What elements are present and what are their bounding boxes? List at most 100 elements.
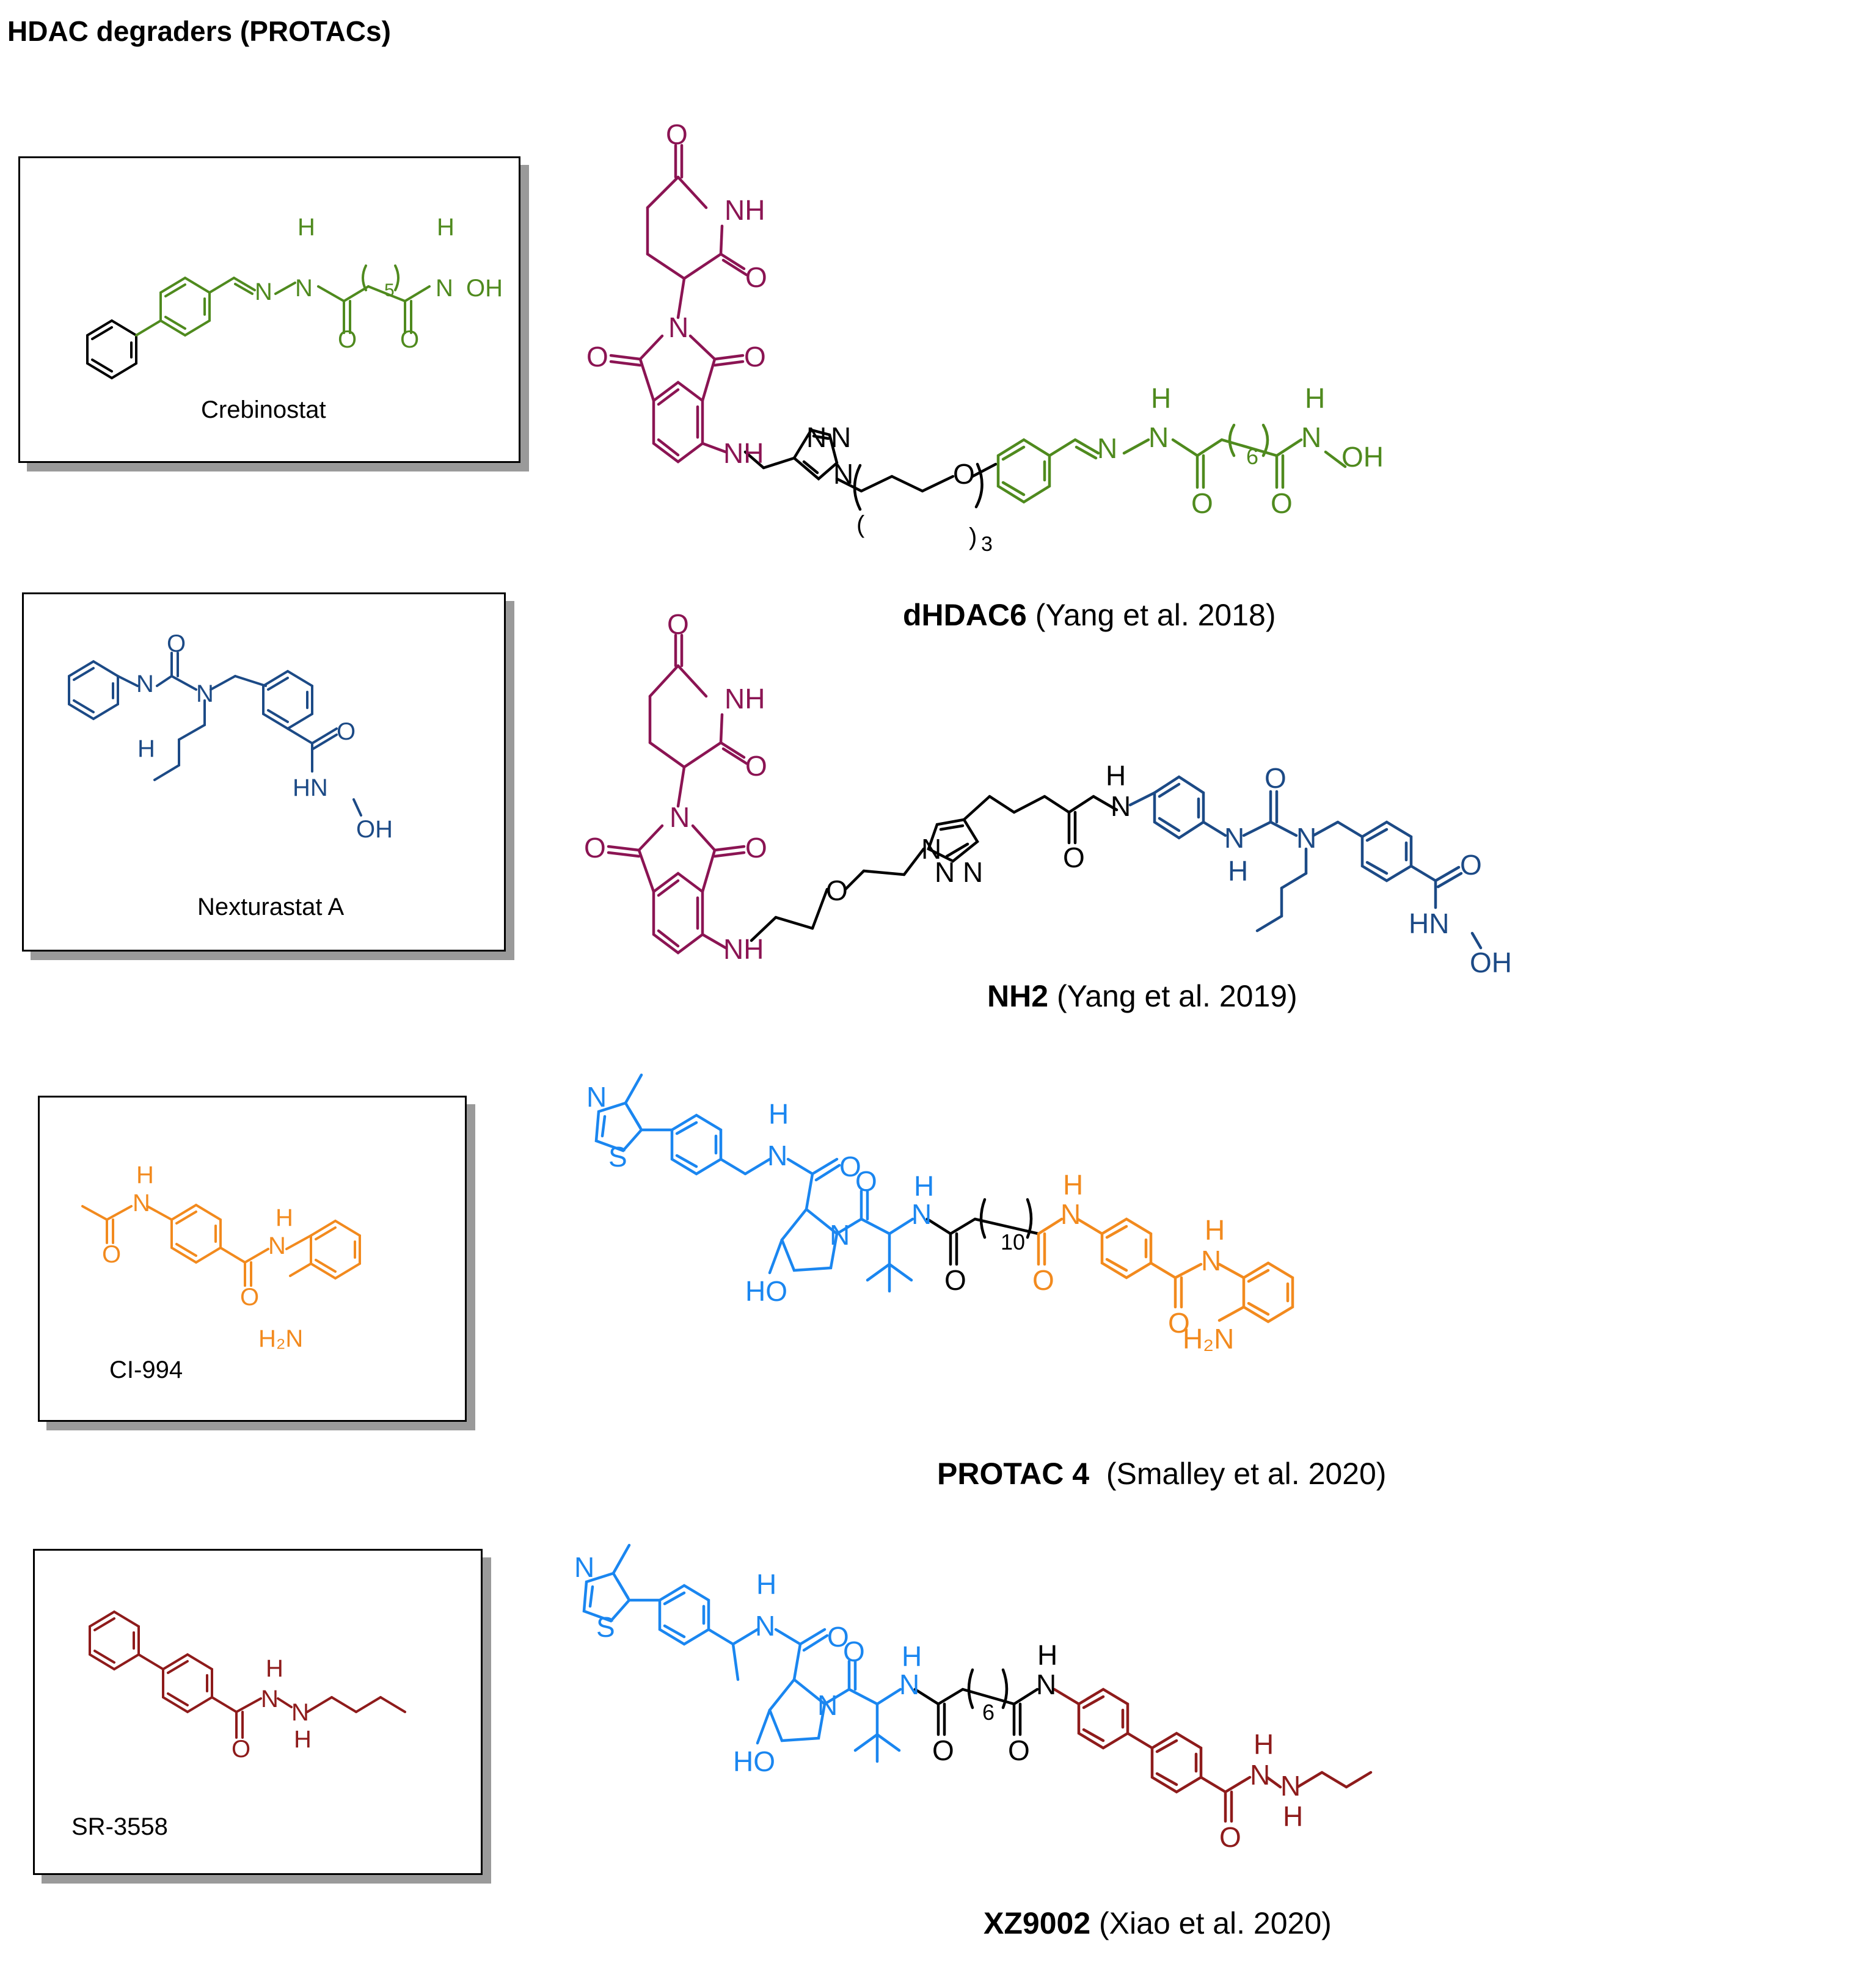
degrader-name: XZ9002: [984, 1906, 1091, 1940]
atom-label: N: [255, 279, 272, 305]
atom-label: O: [744, 341, 766, 373]
atom-label: N: [1301, 421, 1321, 453]
atom-label: 10: [1001, 1229, 1025, 1254]
atom-label: NH: [724, 683, 765, 715]
atom-label: N: [196, 680, 214, 707]
atom-label: N: [831, 421, 851, 453]
atom-label: O: [584, 832, 606, 864]
degrader-caption-xz9002: XZ9002 (Xiao et al. 2020): [984, 1906, 1332, 1941]
atom-label: N: [911, 1198, 932, 1230]
atom-label: O: [1168, 1307, 1190, 1339]
atom-label: H: [297, 214, 315, 241]
atom-label: N: [295, 275, 313, 302]
atom-label: H: [1205, 1214, 1225, 1246]
inhibitor-box-nexturastat-a: O H N N O HN OH Nexturastat A: [22, 592, 506, 952]
atom-label: OH: [356, 816, 393, 843]
atom-label: N: [963, 856, 983, 888]
atom-label: O: [1460, 849, 1482, 881]
ci-994-structure: H N O H N O H₂N: [81, 1162, 361, 1352]
atom-label: H: [914, 1170, 934, 1202]
atom-label: HO: [733, 1746, 775, 1777]
sr-3558-structure: H N N O H: [89, 1610, 406, 1763]
atom-label: O: [944, 1264, 966, 1296]
atom-label: O: [167, 630, 186, 657]
atom-label: N: [586, 1081, 607, 1113]
crebinostat-structure: N H N 5 O O H N OH: [86, 214, 503, 380]
atom-label: N: [1224, 822, 1244, 854]
atom-label: H: [1063, 1169, 1083, 1201]
atom-label: N: [291, 1699, 309, 1726]
atom-label: H: [1254, 1728, 1274, 1760]
atom-label: H: [1151, 382, 1171, 414]
atom-label: N: [833, 458, 853, 490]
atom-label: H: [266, 1655, 283, 1682]
atom-label: H: [902, 1640, 922, 1672]
atom-label: S: [608, 1141, 627, 1173]
atom-label: HO: [745, 1275, 787, 1307]
atom-label: HN: [1409, 908, 1449, 939]
atom-label: S: [596, 1611, 615, 1643]
atom-label: N: [436, 275, 453, 302]
degrader-name: dHDAC6: [903, 598, 1027, 632]
atom-label: O: [1063, 842, 1085, 873]
atom-label: N: [670, 801, 690, 833]
atom-label: H: [1305, 382, 1325, 414]
atom-label: (: [856, 511, 865, 538]
xz9002-structure: N S H N O N HO O H N 6 O O H N O H N N H: [574, 1543, 1373, 1853]
atom-label: OH: [1470, 947, 1512, 978]
atom-label: N: [899, 1669, 919, 1700]
atom-label: N: [1148, 421, 1169, 453]
atom-label: N: [133, 1190, 150, 1217]
dhdac6-structure: O NH O N O O NH N N N ( O ) 3 N H N 6 O …: [586, 118, 1384, 556]
atom-label: O: [1271, 487, 1293, 519]
atom-label: O: [666, 118, 688, 150]
inhibitor-box-ci-994: H N O H N O H₂N CI-994: [38, 1096, 467, 1422]
atom-label: N: [268, 1232, 286, 1259]
atom-label: H: [1228, 855, 1248, 887]
degrader-caption-dhdac6: dHDAC6 (Yang et al. 2018): [903, 597, 1276, 633]
atom-label: O: [953, 458, 975, 490]
atom-label: O: [1191, 487, 1213, 519]
atom-label: N: [1060, 1198, 1081, 1230]
degrader-caption-protac-4: PROTAC 4 (Smalley et al. 2020): [937, 1456, 1386, 1491]
atom-label: N: [574, 1551, 594, 1583]
atom-label: O: [826, 875, 848, 906]
atom-label: 5: [384, 280, 395, 300]
atom-label: O: [839, 1151, 861, 1182]
atom-label: H: [1106, 760, 1126, 792]
atom-label: O: [1008, 1735, 1030, 1766]
degrader-citation: (Xiao et al. 2020): [1099, 1906, 1332, 1940]
protac-4-structure: N S H N O N HO O H N 10 O O H N H N O H₂…: [586, 1073, 1294, 1355]
atom-label: O: [232, 1736, 250, 1763]
degrader-citation: (Smalley et al. 2020): [1106, 1457, 1387, 1491]
atom-label: H: [1037, 1639, 1057, 1671]
atom-label: N: [755, 1610, 775, 1642]
atom-label: O: [1032, 1264, 1054, 1296]
atom-label: O: [337, 718, 356, 745]
nh2-structure: O NH O N O O NH O N N N H N O H N O N O …: [584, 611, 1512, 978]
atom-label: HN: [293, 774, 328, 801]
atom-label: N: [261, 1686, 279, 1713]
atom-label: O: [745, 261, 767, 293]
atom-label: H: [276, 1204, 293, 1231]
atom-label: 3: [981, 533, 993, 556]
atom-label: O: [745, 832, 767, 864]
atom-label: NH: [724, 194, 765, 226]
atom-label: H: [1283, 1800, 1303, 1832]
atom-label: O: [102, 1241, 121, 1268]
nexturastat-a-structure: O H N N O HN OH: [68, 630, 393, 843]
atom-label: O: [240, 1284, 259, 1311]
atom-label: O: [400, 326, 419, 353]
atom-label: O: [1265, 762, 1287, 794]
atom-label: ): [969, 523, 977, 550]
degrader-name: PROTAC 4: [937, 1457, 1090, 1491]
atom-label: NH: [723, 437, 764, 469]
degrader-citation: (Yang et al. 2018): [1035, 598, 1276, 632]
atom-label: N: [1296, 822, 1316, 854]
atom-label: 6: [982, 1700, 995, 1725]
inhibitor-name: CI-994: [109, 1356, 183, 1383]
atom-label: O: [338, 326, 357, 353]
atom-label: O: [586, 341, 608, 373]
atom-label: O: [827, 1621, 849, 1653]
atom-label: O: [1219, 1821, 1241, 1853]
